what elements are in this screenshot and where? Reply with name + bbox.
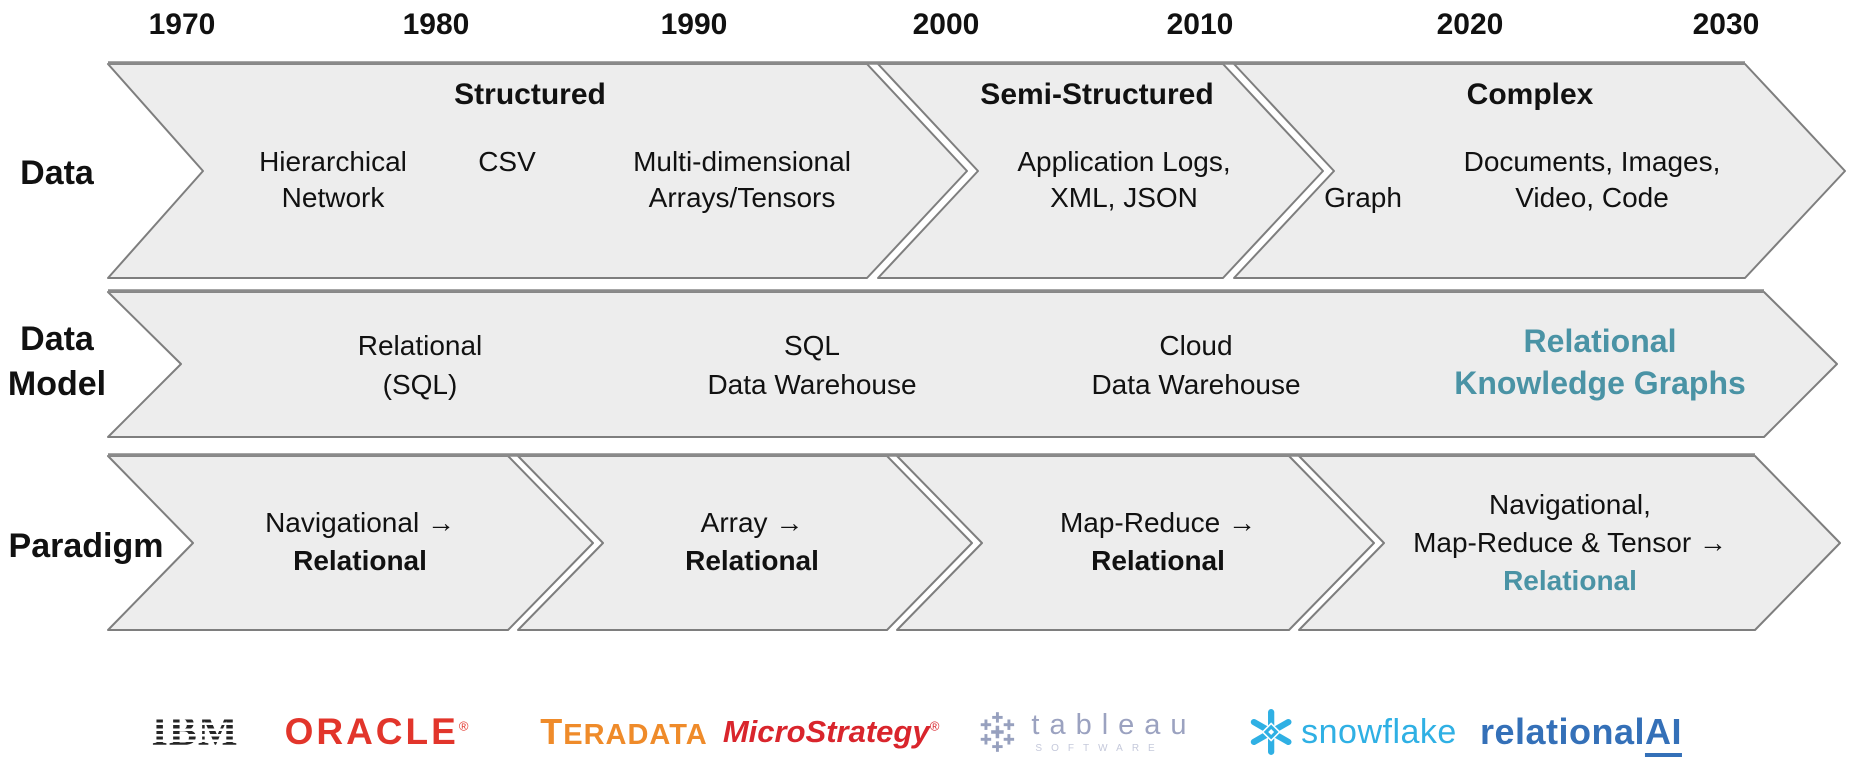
item-line: Application Logs,	[1017, 146, 1231, 177]
entry-line: Data Warehouse	[1091, 369, 1301, 400]
logo-teradata: TERADATA	[540, 698, 707, 766]
microstrategy-wordmark: MicroStrategy®	[723, 714, 939, 750]
data-item-application-logs: Application Logs, XML, JSON	[1017, 144, 1230, 216]
entry-line: Data Warehouse	[707, 369, 917, 400]
relational-text: relational	[1479, 711, 1646, 752]
teradata-initial: T	[540, 711, 564, 752]
year-label: 2000	[912, 8, 980, 41]
year-label: 1980	[402, 8, 470, 41]
item-line: Hierarchical	[259, 146, 407, 177]
item-line: CSV	[478, 146, 536, 177]
model-entry-sql-data-warehouse: SQL Data Warehouse	[707, 326, 916, 404]
logo-microstrategy: MicroStrategy®	[723, 698, 939, 766]
year-label: 2010	[1166, 8, 1234, 41]
data-item-graph: Graph	[1324, 180, 1402, 216]
model-entry-cloud-data-warehouse: Cloud Data Warehouse	[1091, 326, 1300, 404]
entry-line: (SQL)	[382, 369, 458, 400]
entry-line: Relational	[1523, 323, 1677, 359]
relationalai-wordmark: relationalAI	[1479, 711, 1683, 757]
row-label-data: Data	[20, 154, 94, 192]
entry-line: Array →	[700, 507, 804, 538]
ai-text-underlined: AI	[1645, 711, 1683, 757]
data-segment-title-structured: Structured	[454, 78, 606, 111]
data-segment-title-semi-structured: Semi-Structured	[980, 78, 1214, 111]
paradigm-entry-combined: Navigational, Map-Reduce & Tensor → Rela…	[1413, 486, 1727, 600]
logo-snowflake: snowflake	[1247, 698, 1457, 766]
data-item-multidimensional: Multi-dimensional Arrays/Tensors	[633, 144, 851, 216]
tableau-plus-grid-icon	[980, 712, 1015, 752]
row-label-data-model: Data Model	[8, 317, 106, 407]
entry-line: Relational	[357, 330, 483, 361]
item-line: Documents, Images,	[1463, 146, 1721, 177]
snowflake-icon	[1250, 709, 1292, 755]
entry-line: Navigational →	[265, 507, 455, 538]
entry-line: Map-Reduce →	[1059, 507, 1257, 538]
paradigm-entry-navigational: Navigational → Relational	[265, 504, 455, 580]
paradigm-entry-map-reduce: Map-Reduce → Relational	[1060, 504, 1256, 580]
item-line: Network	[281, 182, 385, 213]
teradata-wordmark: TERADATA	[540, 711, 707, 753]
registered-mark: ®	[458, 718, 472, 734]
data-item-documents-images: Documents, Images, Video, Code	[1464, 144, 1721, 216]
tableau-wordmark: tableau SOFTWARE	[1031, 710, 1196, 754]
tableau-software-text: SOFTWARE	[1035, 743, 1164, 754]
row-label-line: Data	[20, 320, 94, 358]
tableau-text: tableau	[1031, 709, 1197, 741]
row-label-paradigm: Paradigm	[8, 527, 164, 565]
item-line: XML, JSON	[1050, 182, 1198, 213]
entry-line-bold: Relational	[293, 545, 427, 576]
item-line: Multi-dimensional	[633, 146, 851, 177]
logo-relationalai: relationalAI	[1479, 698, 1683, 766]
model-entry-relational-knowledge-graphs: Relational Knowledge Graphs	[1454, 320, 1746, 404]
data-item-hierarchical-network: Hierarchical Network	[259, 144, 407, 216]
oracle-wordmark: ORACLE®	[285, 711, 472, 753]
registered-mark: ®	[929, 718, 940, 734]
entry-line: Map-Reduce & Tensor →	[1413, 527, 1727, 558]
item-line: Arrays/Tensors	[648, 182, 836, 213]
year-label: 2030	[1692, 8, 1760, 41]
item-line: Video, Code	[1515, 182, 1669, 213]
ibm-wordmark: IBM	[151, 709, 239, 755]
microstrategy-text: MicroStrategy	[722, 714, 930, 749]
paradigm-entry-array: Array → Relational	[685, 504, 819, 580]
entry-line: SQL	[783, 330, 841, 361]
logo-tableau: tableau SOFTWARE	[973, 698, 1196, 766]
entry-line: Cloud	[1159, 330, 1233, 361]
year-label: 1990	[660, 8, 728, 41]
model-entry-relational-sql: Relational (SQL)	[358, 326, 483, 404]
logo-oracle: ORACLE®	[285, 698, 472, 766]
entry-line: Navigational,	[1489, 489, 1651, 520]
logo-ibm: IBM	[152, 698, 239, 766]
entry-line-bold: Relational	[1091, 545, 1225, 576]
entry-line-bold-teal: Relational	[1503, 565, 1637, 596]
year-label: 1970	[148, 8, 216, 41]
snowflake-wordmark: snowflake	[1301, 712, 1457, 751]
entry-line: Knowledge Graphs	[1454, 365, 1746, 401]
data-segment-title-complex: Complex	[1466, 78, 1594, 111]
data-item-csv: CSV	[478, 144, 536, 180]
teradata-rest: ERADATA	[563, 719, 708, 751]
item-line: Graph	[1324, 182, 1402, 213]
year-label: 2020	[1436, 8, 1504, 41]
entry-line-bold: Relational	[685, 545, 819, 576]
row-label-line: Model	[7, 365, 107, 403]
oracle-text: ORACLE	[284, 711, 459, 752]
